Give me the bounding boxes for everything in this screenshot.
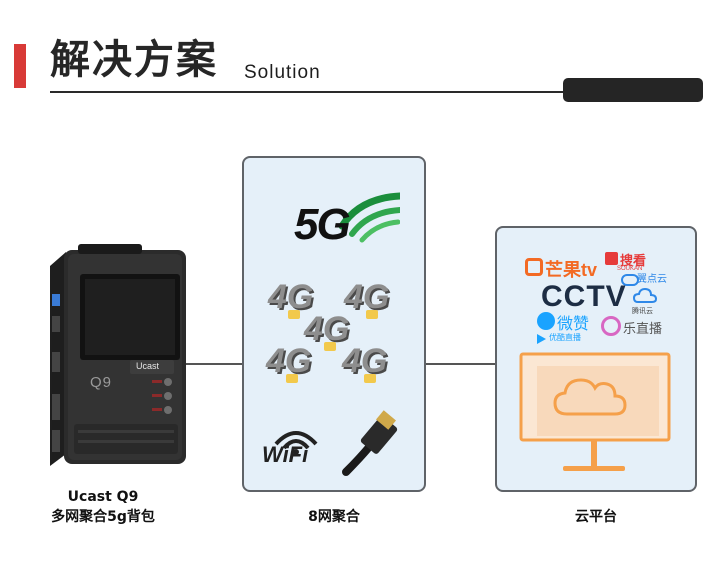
wifi-arcs-icon (274, 431, 318, 455)
device-caption: Ucast Q9 多网聚合5g背包 (28, 487, 178, 527)
cloud-caption: 云平台 (575, 509, 617, 525)
label-4g-2: 4G (344, 278, 390, 316)
cloud-monitor-icon (519, 352, 671, 471)
cctv-logo: CCTV (541, 280, 627, 313)
label-wifi: WiFi (262, 442, 309, 467)
network-caption: 8网聚合 (308, 509, 360, 525)
tencent-cloud-icon (633, 288, 657, 303)
sim-chip-icon (324, 342, 336, 351)
weizan-logo-icon (537, 312, 555, 330)
label-4g-1: 4G (268, 278, 314, 316)
sim-chip-icon (288, 310, 300, 319)
device-illustration (50, 244, 186, 466)
page-title: 解决方案 (50, 37, 218, 83)
network-panel: 5G 4G 4G 4G 4G 4G WiFi (242, 156, 426, 492)
yidian-text: 翼点云 (637, 274, 667, 285)
sim-chip-icon (366, 310, 378, 319)
page-subtitle: Solution (244, 62, 321, 83)
lezhibo-text: 乐直播 (623, 321, 663, 336)
ucast-q9-device: Ucast Q9 (44, 244, 194, 470)
label-4g-4: 4G (266, 342, 312, 380)
soukan-subtext: SOUKAN (617, 266, 643, 272)
mango-tv-text: 芒果tv (545, 260, 598, 280)
soukan-logo-icon (605, 252, 618, 265)
label-4g-3: 4G (304, 310, 350, 348)
youku-play-icon (537, 334, 546, 344)
device-caption-line2: 多网聚合5g背包 (51, 509, 155, 525)
signal-arcs-icon (338, 192, 400, 243)
device-caption-line1: Ucast Q9 (67, 489, 139, 505)
youku-live-text: 优酷直播 (549, 333, 581, 342)
ethernet-cable-icon (342, 410, 398, 476)
tencent-cloud-text: 腾讯云 (632, 308, 653, 315)
sim-chip-icon (364, 374, 376, 383)
cloud-panel: 芒果tv 搜看 SOUKAN 翼点云 CCTV 腾讯云 微赞 优酷直播 乐直播 (495, 226, 697, 492)
weizan-text: 微赞 (557, 316, 590, 333)
device-model-mark: Q9 (90, 374, 113, 391)
label-5g: 5G (294, 200, 351, 249)
lezhibo-logo-icon (601, 316, 621, 336)
label-4g-5: 4G (342, 342, 388, 380)
title-decoration-pill (563, 78, 703, 102)
device-brand-badge: Ucast (136, 361, 160, 371)
mango-tv-logo (525, 258, 543, 276)
sim-chip-icon (286, 374, 298, 383)
title-accent-bar (14, 44, 26, 88)
soukan-text: 搜看 (620, 253, 647, 268)
connector-network-cloud (425, 363, 497, 365)
title-underline (50, 91, 700, 93)
connector-device-network (170, 363, 244, 365)
cloud-small-icon (621, 274, 639, 286)
